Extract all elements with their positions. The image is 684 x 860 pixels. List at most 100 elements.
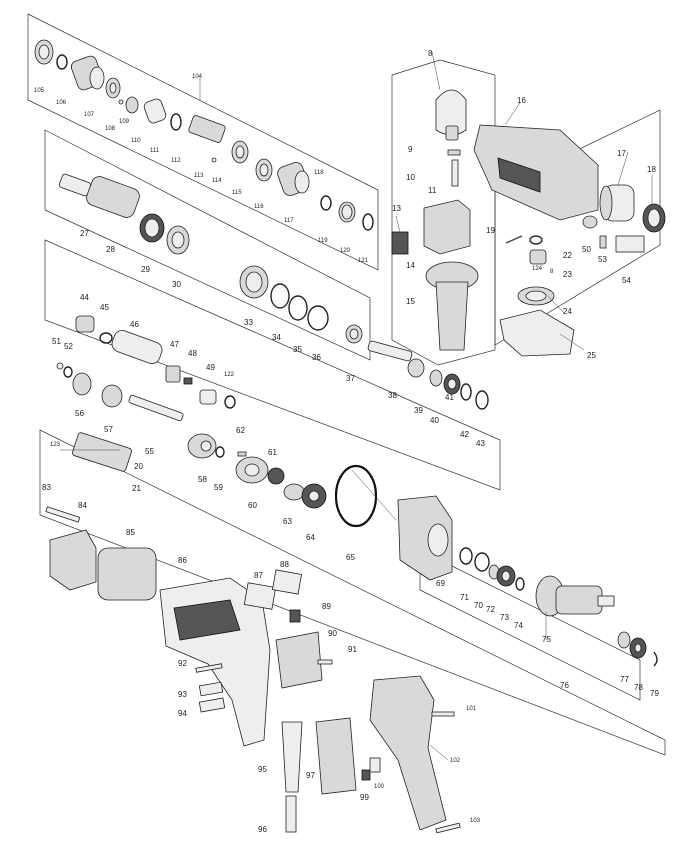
label-97: 97 [306, 771, 315, 780]
part-20-21 [72, 432, 132, 472]
label-61: 61 [268, 448, 277, 457]
label-84: 84 [78, 501, 87, 510]
part-25 [499, 309, 575, 357]
part-65 [334, 464, 378, 528]
part-84-85 [49, 529, 157, 601]
part-64 [301, 483, 327, 509]
label-13: 13 [392, 204, 401, 213]
part-19 [505, 235, 523, 244]
label-55: 55 [145, 447, 154, 456]
label-111: 111 [150, 148, 160, 154]
part-99-100 [361, 757, 381, 781]
part-115 [231, 140, 249, 164]
part-86 [159, 577, 271, 747]
label-38: 38 [388, 391, 397, 400]
label-120: 120 [340, 248, 351, 254]
label-16: 16 [517, 96, 526, 105]
label-89: 89 [322, 602, 331, 611]
label-43: 43 [476, 439, 485, 448]
part-79 [653, 651, 658, 667]
part-46 [111, 329, 163, 365]
label-93: 93 [178, 690, 187, 699]
part-45 [99, 332, 113, 344]
label-52: 52 [64, 342, 73, 351]
label-65: 65 [346, 553, 355, 562]
label-27: 27 [80, 229, 89, 238]
label-90: 90 [328, 629, 337, 638]
label-24: 24 [563, 307, 572, 316]
part-114 [211, 157, 217, 163]
part-90 [275, 631, 323, 689]
part-24 [517, 286, 555, 306]
part-83 [45, 506, 81, 523]
part-108 [105, 77, 121, 99]
part-23 [529, 249, 547, 265]
label-79: 79 [650, 689, 659, 698]
part-14 [423, 199, 471, 255]
part-15 [425, 261, 479, 351]
label-87: 87 [254, 571, 263, 580]
part-109 [118, 99, 124, 105]
label-74: 74 [514, 621, 523, 630]
frame-27-group [44, 129, 371, 361]
part-43 [475, 390, 489, 410]
label-123: 123 [50, 442, 61, 448]
label-14: 14 [406, 261, 415, 270]
part-44 [75, 315, 95, 333]
label-109: 109 [119, 119, 130, 125]
part-73 [496, 565, 516, 587]
label-124: 124 [532, 266, 543, 272]
part-107 [70, 55, 105, 91]
label-37: 37 [346, 374, 355, 383]
part-117 [277, 162, 310, 196]
part-57 [101, 384, 123, 408]
part-41 [443, 373, 461, 395]
label-108: 108 [105, 126, 116, 132]
frame-8-group [391, 59, 496, 366]
label-23: 23 [563, 270, 572, 279]
part-18 [642, 203, 666, 233]
label-35: 35 [293, 345, 302, 354]
part-49 [199, 389, 217, 405]
label-73: 73 [500, 613, 509, 622]
part-39 [407, 358, 425, 378]
part-78 [629, 637, 647, 659]
part-28 [86, 176, 140, 218]
part-11 [451, 159, 459, 187]
frame-104-group [27, 13, 379, 271]
label-112: 112 [171, 158, 181, 164]
part-56 [72, 372, 92, 396]
part-53 [599, 235, 607, 249]
label-70: 70 [474, 601, 483, 610]
label-42: 42 [460, 430, 469, 439]
label-49: 49 [206, 363, 215, 372]
part-120 [338, 201, 356, 223]
part-105 [34, 39, 54, 65]
label-64: 64 [306, 533, 315, 542]
part-89 [289, 609, 301, 623]
label-59: 59 [214, 483, 223, 492]
label-22: 22 [563, 251, 572, 260]
label-39: 39 [414, 406, 423, 415]
frame-44-group [44, 239, 501, 491]
frame-16-group [494, 109, 661, 346]
label-20: 20 [134, 462, 143, 471]
part-75 [535, 575, 615, 617]
label-92: 92 [178, 659, 187, 668]
part-121 [362, 213, 374, 231]
part-27 [58, 173, 92, 197]
label-119: 119 [318, 238, 328, 244]
part-69 [397, 495, 453, 581]
label-53: 53 [598, 255, 607, 264]
part-58 [187, 433, 217, 459]
part-106 [56, 54, 68, 70]
part-94 [198, 697, 226, 713]
part-55 [128, 394, 184, 422]
label-75: 75 [542, 635, 551, 644]
label-78: 78 [634, 683, 643, 692]
label-18: 18 [647, 165, 656, 174]
part-50 [582, 215, 598, 229]
part-52 [63, 366, 73, 378]
label-45: 45 [100, 303, 109, 312]
